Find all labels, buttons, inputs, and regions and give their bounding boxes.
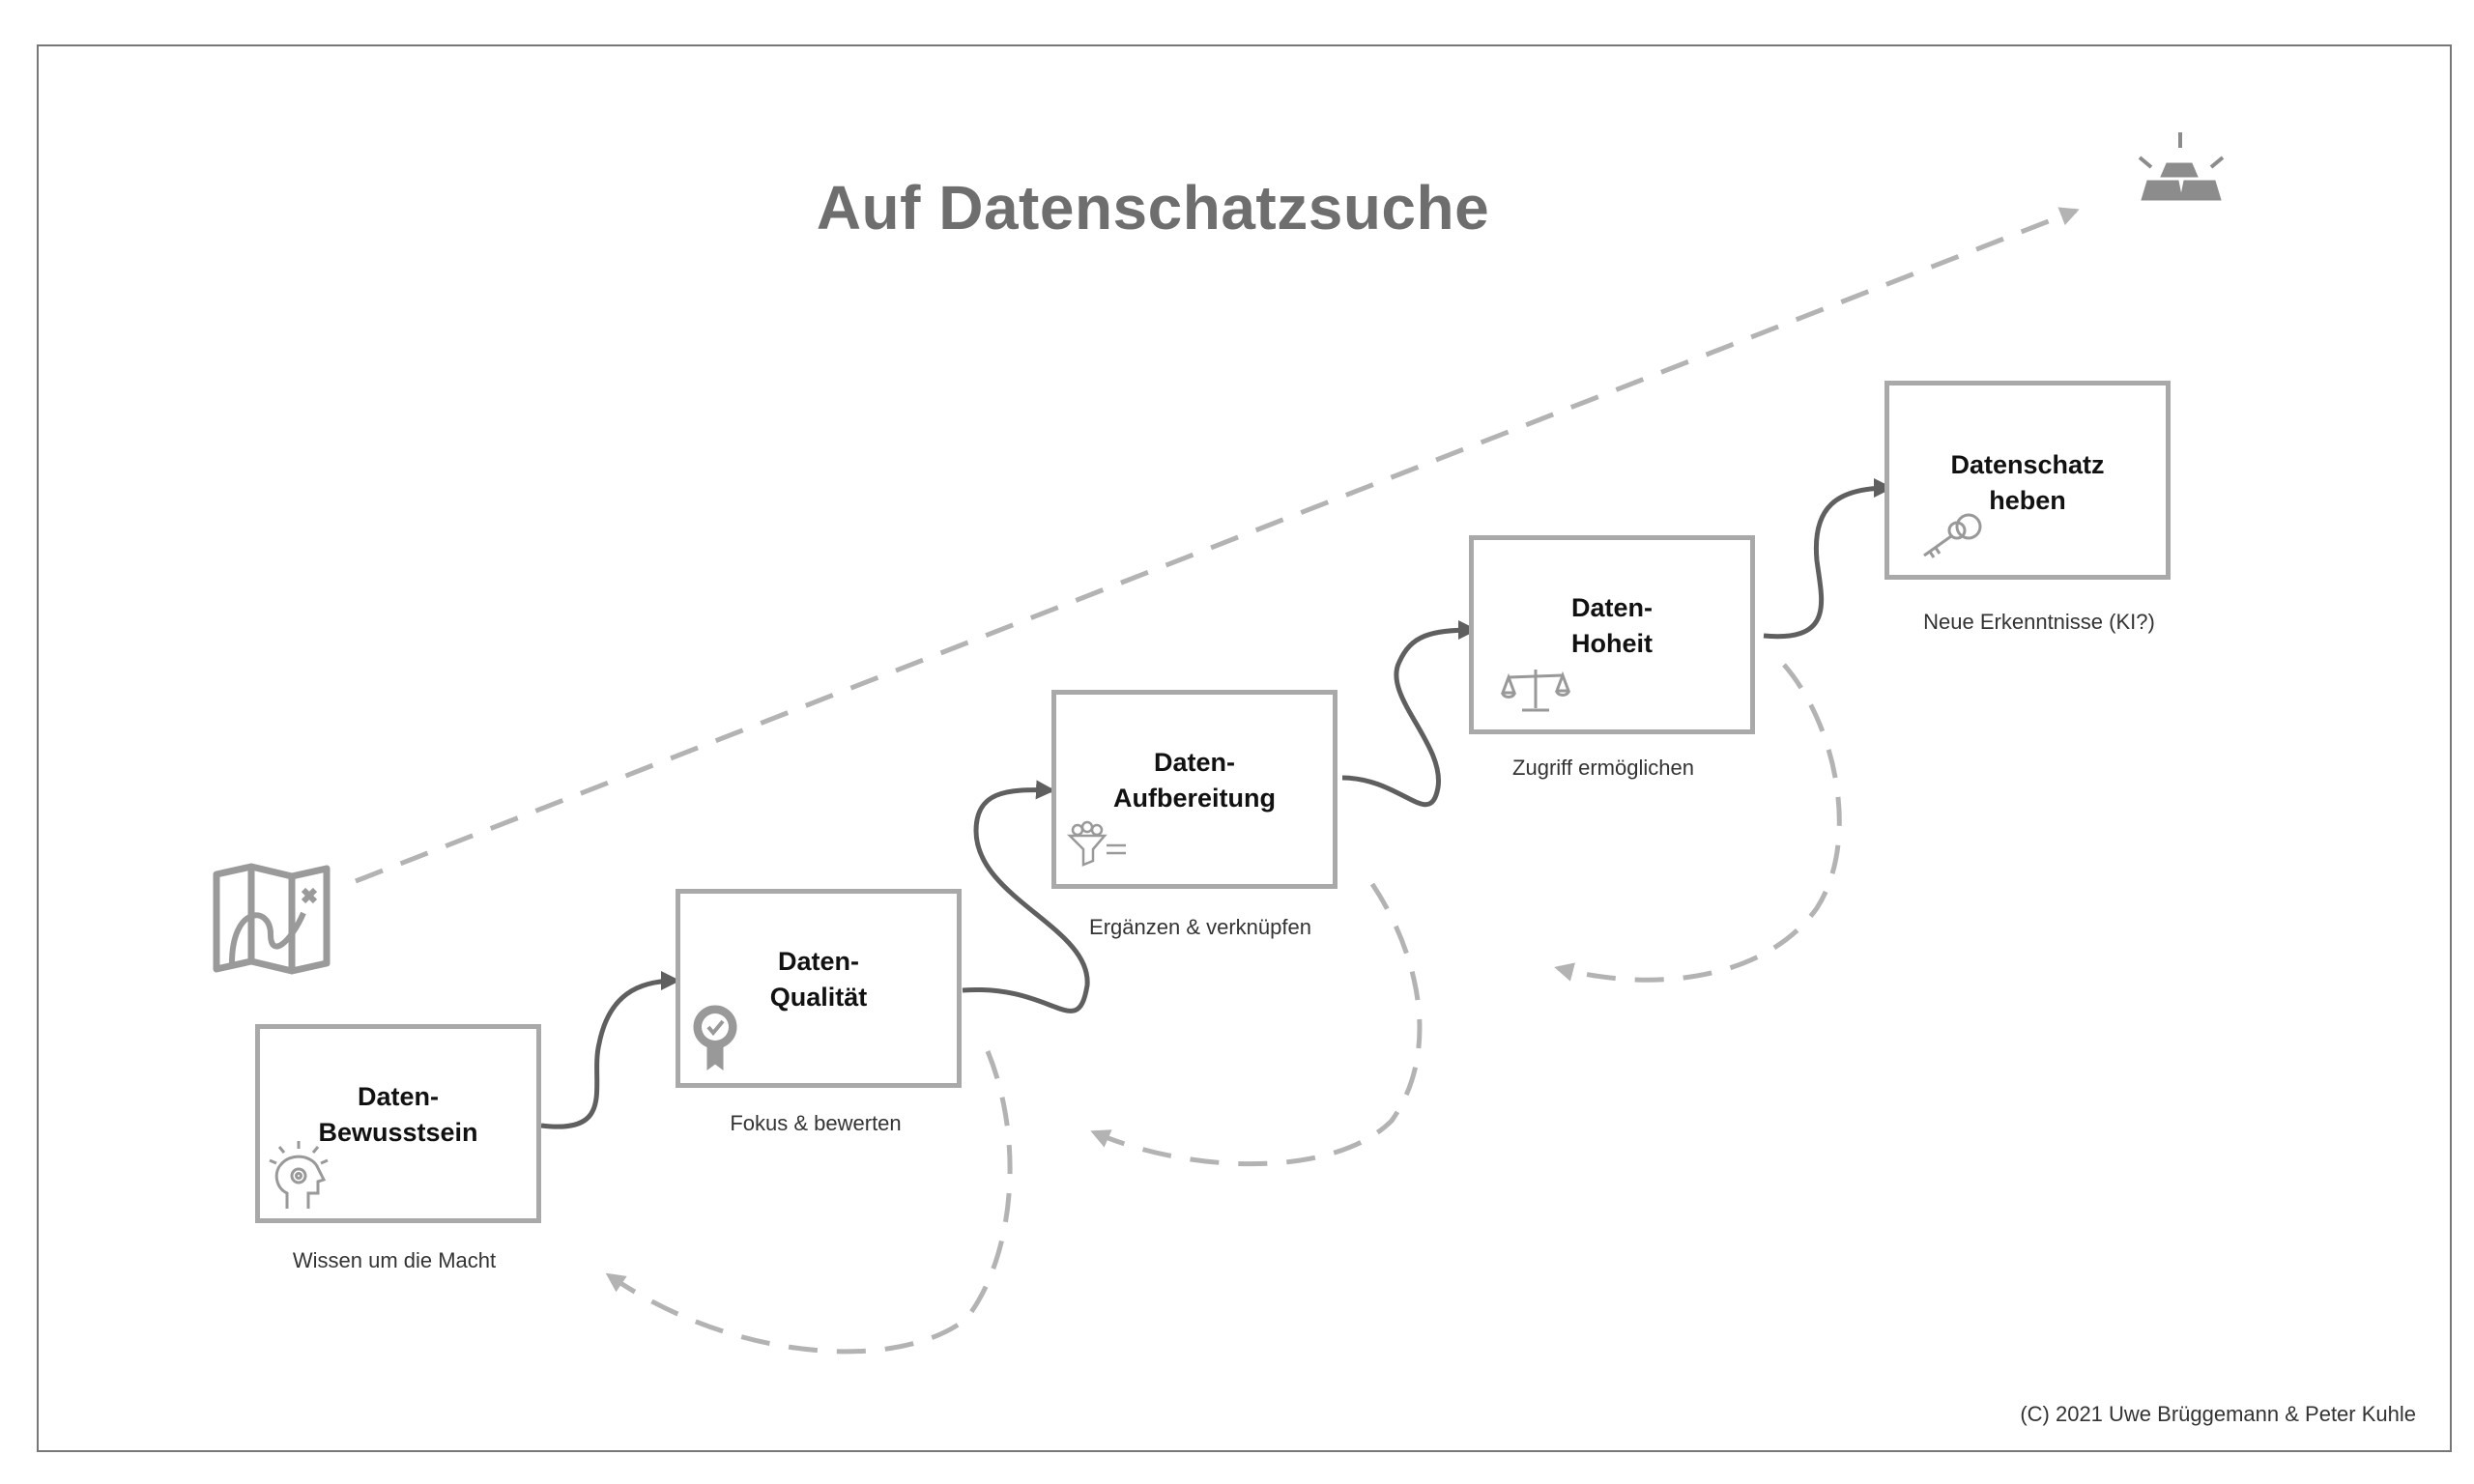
step-caption-quality: Fokus & bewerten [730,1111,902,1135]
step-label-awareness: Daten- Bewusstsein [318,1082,478,1147]
connector-4-5 [1763,478,1893,640]
step-label-quality: Daten- Qualität [769,947,868,1012]
connector-3-4 [1341,620,1478,808]
quality-badge-icon [693,1005,737,1070]
gold-bars-icon [2138,132,2225,201]
step-caption-sovereignty: Zugriff ermöglichen [1512,756,1694,780]
connector-1-2 [540,971,680,1129]
step-box-treasure: Datenschatz heben [1884,381,2171,580]
step-label-sovereignty: Daten- Hoheit [1570,593,1653,658]
step-box-quality: Daten- Qualität [676,889,962,1088]
head-awareness-icon [269,1141,329,1209]
step-label-preparation: Daten- Aufbereitung [1113,748,1276,813]
feedback-loop-2 [605,1050,1013,1355]
treasure-map-icon [213,863,331,975]
step-caption-treasure: Neue Erkenntnisse (KI?) [1923,610,2155,634]
feedback-loop-3 [1090,882,1423,1167]
step-box-awareness: Daten- Bewusstsein [255,1024,541,1223]
copyright-footer: (C) 2021 Uwe Brüggemann & Peter Kuhle [2020,1402,2416,1426]
scales-icon [1501,670,1570,712]
step-label-treasure: Datenschatz heben [1950,450,2105,515]
data-funnel-icon [1066,820,1126,867]
step-caption-awareness: Wissen um die Macht [292,1248,497,1272]
connector-2-3 [962,780,1090,1013]
step-box-sovereignty: Daten- Hoheit [1469,535,1755,734]
feedback-loop-4 [1554,663,1842,983]
journey-arrow [355,207,2080,884]
key-icon [1923,513,1982,558]
diagram-frame [37,44,2452,1452]
step-caption-preparation: Ergänzen & verknüpfen [1089,915,1311,939]
diagram-title: Auf Datenschatzsuche [816,173,1490,243]
step-box-preparation: Daten- Aufbereitung [1051,690,1338,889]
